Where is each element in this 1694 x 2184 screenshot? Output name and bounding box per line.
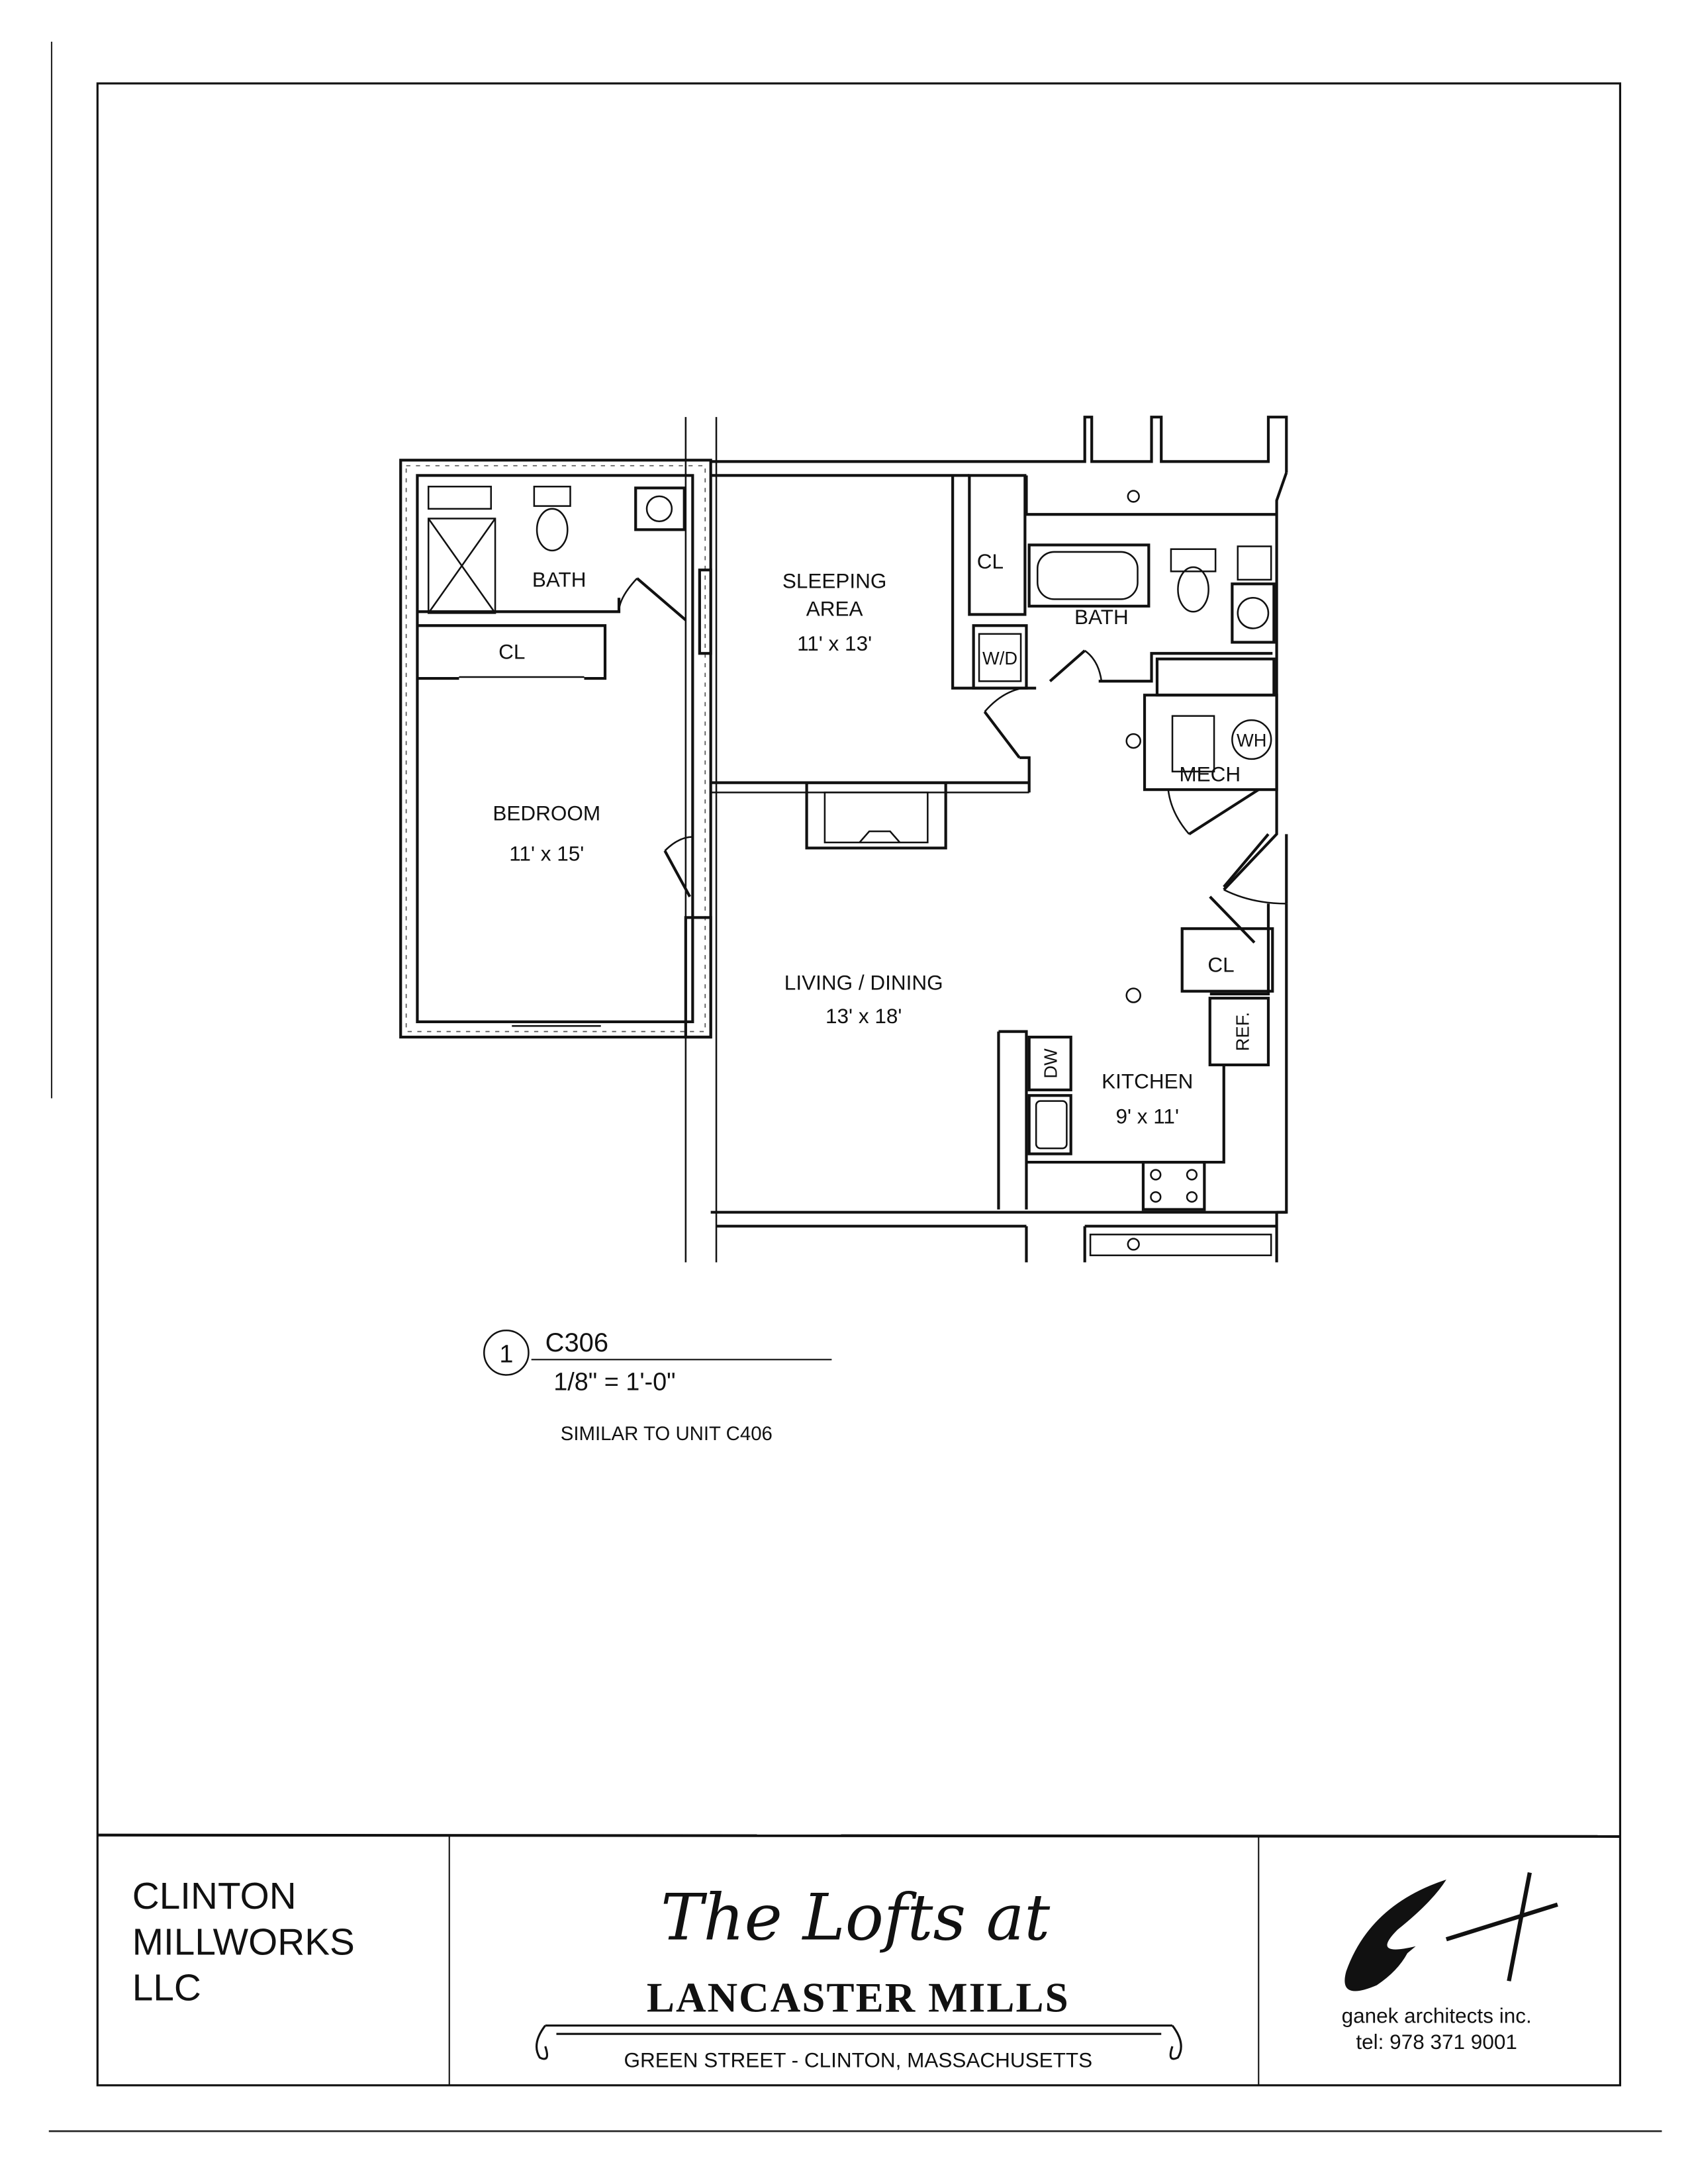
water-heater bbox=[1231, 719, 1272, 760]
logo-name: LANCASTER MILLS bbox=[647, 1975, 1070, 2021]
bedroom-wing-inner-wall bbox=[416, 474, 694, 1024]
label-kitchen: KITCHEN bbox=[1102, 1069, 1193, 1093]
label-mech: MECH bbox=[1179, 762, 1241, 786]
architect-phone: tel: 978 371 9001 bbox=[1356, 2030, 1517, 2054]
label-hall-closet: CL bbox=[977, 549, 1004, 573]
kitchen-counter bbox=[998, 1030, 1028, 1210]
floor-plan bbox=[399, 416, 1288, 1263]
label-sleeping: SLEEPING bbox=[782, 569, 887, 593]
owner-line1: CLINTON bbox=[132, 1876, 297, 1917]
label-water-heater: WH bbox=[1237, 730, 1266, 751]
lancaster-mills-logo: The Lofts at LANCASTER MILLS GREEN STREE… bbox=[535, 1880, 1182, 2072]
logo-address: GREEN STREET - CLINTON, MASSACHUSETTS bbox=[624, 2048, 1092, 2072]
bedroom-wing-outer-wall bbox=[399, 459, 712, 1039]
toilet-2 bbox=[1170, 548, 1217, 572]
label-living-size: 13' x 18' bbox=[825, 1004, 902, 1028]
refrigerator bbox=[1208, 997, 1270, 1067]
label-sleeping-2: AREA bbox=[806, 597, 863, 621]
label-bedroom: BEDROOM bbox=[493, 801, 600, 825]
range bbox=[1141, 1160, 1206, 1211]
label-master-bath: BATH bbox=[532, 567, 587, 591]
dishwasher bbox=[1027, 1035, 1072, 1091]
callout-unit: C306 bbox=[545, 1328, 608, 1357]
ganek-architects-logo: GA bbox=[1344, 1872, 1558, 1991]
callout-bubble bbox=[483, 1329, 530, 1376]
hall-closet bbox=[968, 474, 1027, 616]
label-washer-dryer: W/D bbox=[982, 648, 1017, 668]
kitchen-sink bbox=[1027, 1094, 1072, 1156]
architect-name: ganek architects inc. bbox=[1342, 2003, 1532, 2027]
callout-number: 1 bbox=[499, 1341, 513, 1369]
bathtub bbox=[1027, 543, 1151, 608]
label-kitchen-size: 9' x 11' bbox=[1115, 1104, 1179, 1128]
owner-line3: LLC bbox=[132, 1968, 201, 2009]
fireplace bbox=[805, 781, 947, 850]
logo-script: The Lofts at bbox=[661, 1880, 1050, 1954]
unit-right-wall bbox=[1223, 472, 1288, 891]
bath-sink bbox=[634, 486, 686, 531]
shower bbox=[427, 518, 496, 614]
label-entry-closet: CL bbox=[1207, 952, 1234, 976]
label-refrigerator: REF. bbox=[1233, 1012, 1253, 1051]
unit-top-wall bbox=[710, 416, 1288, 473]
title-block-divider bbox=[97, 1833, 1621, 1838]
label-living: LIVING / DINING bbox=[784, 971, 943, 995]
label-bath2: BATH bbox=[1074, 605, 1129, 629]
label-dishwasher: DW bbox=[1041, 1048, 1061, 1079]
sheet-border bbox=[96, 82, 1621, 2087]
mech-closet bbox=[1143, 694, 1278, 792]
label-bedroom-size: 11' x 15' bbox=[509, 841, 584, 865]
bath2-sink bbox=[1231, 582, 1276, 644]
callout-note: SIMILAR TO UNIT C406 bbox=[561, 1423, 773, 1445]
entry-closet bbox=[1180, 927, 1274, 993]
label-bedroom-closet: CL bbox=[498, 640, 525, 664]
label-sleeping-size: 11' x 13' bbox=[797, 631, 872, 655]
callout-scale: 1/8" = 1'-0" bbox=[553, 1369, 675, 1396]
toilet bbox=[533, 485, 571, 507]
owner-line2: MILLWORKS bbox=[132, 1921, 355, 1963]
